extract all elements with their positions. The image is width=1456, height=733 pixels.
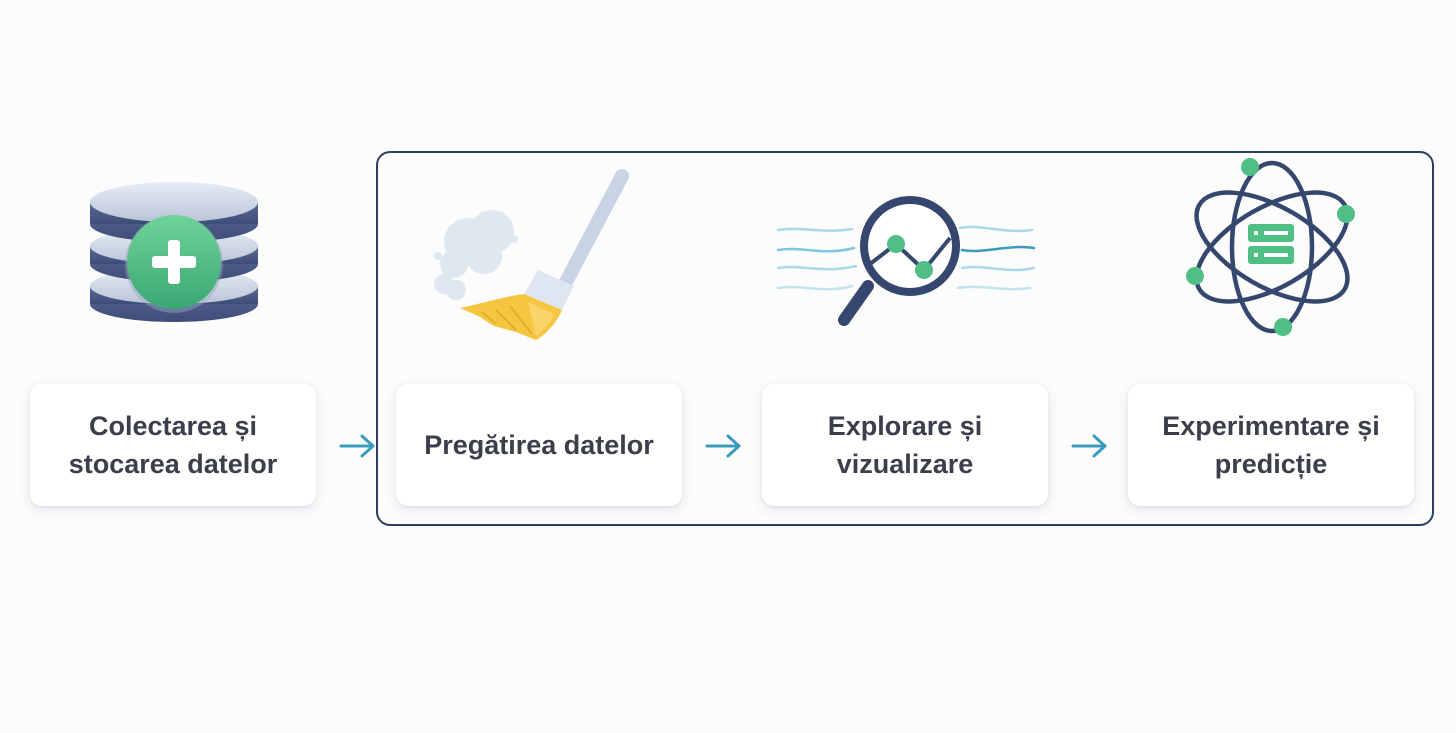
step-label-experiment: Experimentare și predicție (1162, 411, 1380, 479)
arrow-right-icon (339, 434, 375, 458)
step-card-explore: Explorare și vizualizare (762, 384, 1048, 506)
step-card-experiment: Experimentare și predicție (1128, 384, 1414, 506)
step-label-explore: Explorare și vizualizare (827, 411, 983, 479)
database-plus-icon (90, 182, 258, 322)
analysis-group-frame (376, 151, 1434, 526)
step-label-collect: Colectarea și stocarea datelor (68, 411, 278, 479)
step-label-prepare: Pregătirea datelor (424, 430, 654, 460)
broom-icon (434, 169, 629, 340)
magnifier-chart-icon (776, 196, 1036, 326)
atom-server-icon (1186, 158, 1355, 336)
arrow-right-icon (1071, 434, 1107, 458)
step-card-collect: Colectarea și stocarea datelor (30, 384, 316, 506)
arrow-right-icon (705, 434, 741, 458)
step-card-prepare: Pregătirea datelor (396, 384, 682, 506)
